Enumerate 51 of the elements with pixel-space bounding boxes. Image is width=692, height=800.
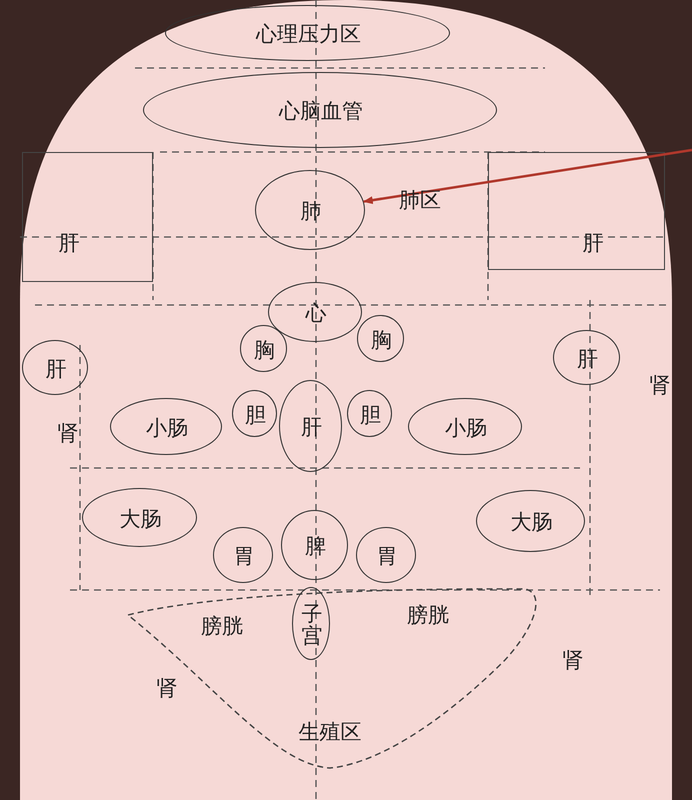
organ-label: 胸 bbox=[371, 328, 392, 352]
zone-ellipse bbox=[279, 380, 342, 472]
zone-ellipse bbox=[22, 340, 88, 395]
zone-ellipse bbox=[240, 325, 287, 372]
zone-ellipse bbox=[255, 170, 365, 250]
zone-rectangle bbox=[488, 152, 665, 270]
organ-label: 肺 bbox=[300, 199, 322, 223]
zone-ellipse bbox=[143, 72, 497, 148]
zone-ellipse bbox=[476, 490, 585, 552]
organ-label: 肝 bbox=[301, 415, 322, 439]
organ-label: 肾 bbox=[58, 421, 78, 445]
organ-label: 心理压力区 bbox=[256, 22, 361, 46]
zone-ellipse bbox=[347, 390, 392, 437]
zone-ellipse bbox=[292, 587, 330, 660]
organ-label: 小肠 bbox=[445, 416, 487, 440]
zone-ellipse bbox=[268, 282, 362, 342]
organ-label: 肝 bbox=[582, 231, 604, 255]
zone-ellipse bbox=[82, 488, 197, 547]
organ-label: 心脑血管 bbox=[279, 99, 363, 123]
zone-ellipse bbox=[408, 398, 522, 455]
organ-label: 胆 bbox=[360, 402, 381, 426]
organ-label: 胸 bbox=[254, 338, 275, 362]
arrow bbox=[362, 148, 692, 204]
organ-label: 脾 bbox=[305, 534, 326, 558]
organ-label: 肾 bbox=[650, 373, 670, 397]
organ-label: 肝 bbox=[58, 231, 80, 255]
organ-label: 胆 bbox=[245, 402, 266, 426]
organ-label: 大肠 bbox=[510, 510, 552, 534]
organ-label: 胃 bbox=[376, 544, 398, 568]
zone-ellipse bbox=[281, 510, 348, 580]
zone-ellipse bbox=[213, 527, 273, 583]
zone-ellipse bbox=[232, 390, 277, 437]
zone-ellipse bbox=[165, 5, 450, 61]
organ-label: 小肠 bbox=[146, 416, 188, 440]
organ-label: 肾 bbox=[562, 648, 584, 672]
zone-ellipse bbox=[110, 398, 222, 455]
zone-ellipse bbox=[553, 330, 620, 385]
organ-label: 生殖区 bbox=[298, 720, 362, 744]
organ-label: 胃 bbox=[234, 544, 254, 568]
organ-label: 膀胱 bbox=[201, 614, 243, 638]
organ-label: 大肠 bbox=[120, 506, 162, 530]
zone-rectangle bbox=[22, 152, 153, 282]
zone-ellipse bbox=[356, 527, 416, 583]
organ-label: 子宫 bbox=[300, 602, 324, 646]
zone-ellipse bbox=[357, 315, 404, 362]
organ-label: 膀胱 bbox=[407, 603, 449, 627]
organ-label: 心 bbox=[306, 301, 326, 325]
organ-label: 肾 bbox=[156, 676, 178, 700]
organ-label: 肺区 bbox=[399, 188, 441, 212]
organ-label: 肝 bbox=[577, 346, 598, 370]
organ-label: 肝 bbox=[46, 356, 66, 380]
